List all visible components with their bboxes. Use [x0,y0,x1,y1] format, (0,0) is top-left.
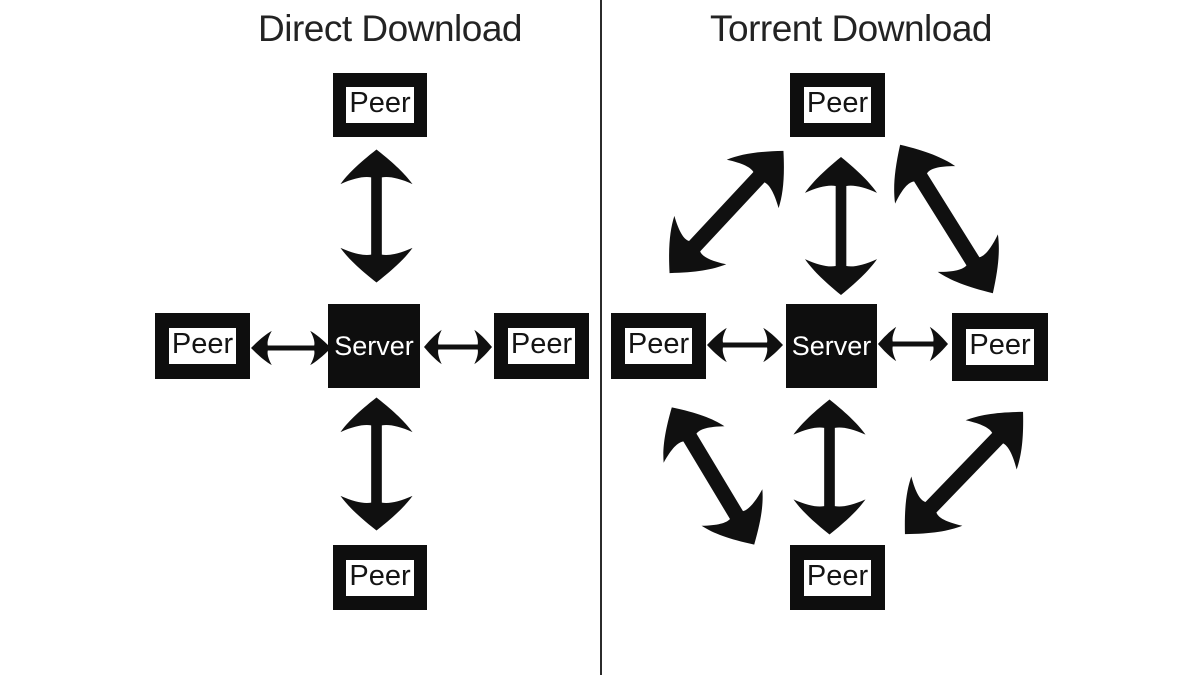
left-panel-server-label: Server [334,330,414,361]
connector-left-peer-bottom-peer-icon [641,389,785,563]
connector-server-bottom-peer-right-icon [793,399,866,535]
right-panel-server-label: Server [791,330,872,361]
right-panel-bottom-peer-node: Peer [790,545,885,610]
right-panel-left-peer-node: Peer [611,313,706,379]
left-panel-title: Direct Download [258,8,522,49]
connector-server-top-peer-left-icon [340,149,413,283]
right-panel-right-peer-node: Peer [952,313,1048,381]
right-panel-right-peer-label: Peer [963,326,1037,368]
left-panel-left-peer-node: Peer [155,313,250,379]
right-panel-left-peer-label: Peer [621,325,696,367]
left-panel-right-peer-node: Peer [494,313,589,379]
connector-server-left-peer-left-icon [251,330,331,366]
connector-server-left-peer-right-icon [707,327,783,363]
left-panel-top-peer-node: Peer [333,73,427,137]
right-panel-bottom-peer-label: Peer [800,556,875,599]
connector-server-right-peer-right-icon [878,326,948,362]
connector-top-peer-right-peer-icon [870,126,1023,312]
right-panel-title: Torrent Download [710,8,992,49]
connector-bottom-peer-right-peer-icon [879,387,1049,559]
right-panel-top-peer-node: Peer [790,73,885,137]
left-panel-right-peer-label: Peer [504,325,579,367]
left-panel-bottom-peer-node: Peer [333,545,427,610]
connector-left-peer-top-peer-icon [643,126,810,298]
left-panel-server-node: Server [328,304,420,388]
left-panel-top-peer-label: Peer [343,84,417,126]
connector-server-top-peer-right-icon [805,157,877,295]
left-panel-bottom-peer-label: Peer [343,556,417,599]
connector-server-right-peer-left-icon [424,329,492,365]
panel-divider-line [600,0,602,675]
connector-server-bottom-peer-left-icon [340,397,413,531]
right-panel-server-node: Server [786,304,877,388]
right-panel-top-peer-label: Peer [800,84,875,126]
left-panel-left-peer-label: Peer [165,325,240,367]
